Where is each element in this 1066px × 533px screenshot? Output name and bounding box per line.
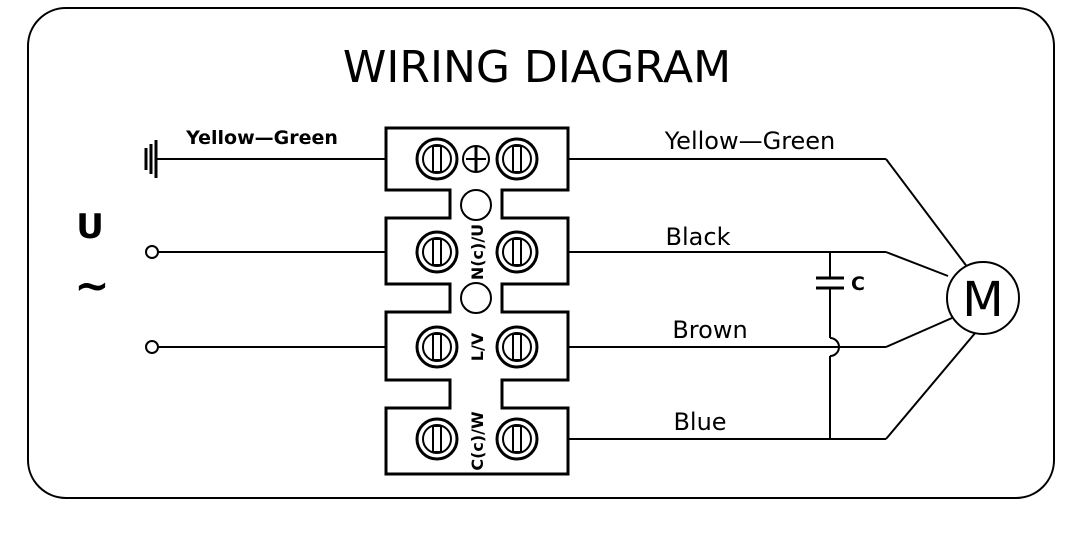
terminal-screw-icon: [415, 230, 459, 274]
black-to-motor-wire: [885, 251, 949, 277]
supply-u-symbol: U: [76, 207, 104, 247]
brown-wire-label: Brown: [672, 316, 747, 344]
supply-terminal-n: [145, 245, 159, 259]
terminal-label-n-u: N(c)/U: [468, 224, 487, 280]
terminal-gap-hole: [460, 189, 492, 221]
terminal-gap-hole: [460, 282, 492, 314]
terminal-screw-icon: [415, 137, 459, 181]
terminal-screw-icon: [495, 137, 539, 181]
terminal-screw-icon: [495, 417, 539, 461]
brown-to-motor-wire: [885, 317, 953, 348]
motor-icon: [946, 261, 1020, 335]
terminal-label-c-w: C(c)/W: [468, 411, 487, 471]
blue-to-motor-wire: [885, 331, 977, 440]
terminal-screw-icon: [495, 230, 539, 274]
capacitor: [816, 252, 844, 439]
terminal-label-l-v: L/V: [468, 332, 487, 361]
blue-wire-label: Blue: [673, 408, 726, 436]
ground-to-motor-wire: [885, 158, 969, 269]
supply-ac-symbol: ~: [74, 261, 109, 310]
earth-symbol-icon: [462, 145, 490, 173]
supply-terminal-l: [145, 340, 159, 354]
terminal-screws: [415, 137, 539, 461]
terminal-screw-icon: [415, 417, 459, 461]
terminal-screw-icon: [415, 325, 459, 369]
right-ground-wire-label: Yellow—Green: [664, 127, 836, 155]
capacitor-label: C: [851, 273, 865, 295]
diagram-title: WIRING DIAGRAM: [343, 42, 731, 93]
left-ground-wire-label: Yellow—Green: [185, 127, 338, 149]
terminal-screw-icon: [495, 325, 539, 369]
black-wire-label: Black: [666, 223, 731, 251]
motor-label: M: [962, 272, 1003, 328]
